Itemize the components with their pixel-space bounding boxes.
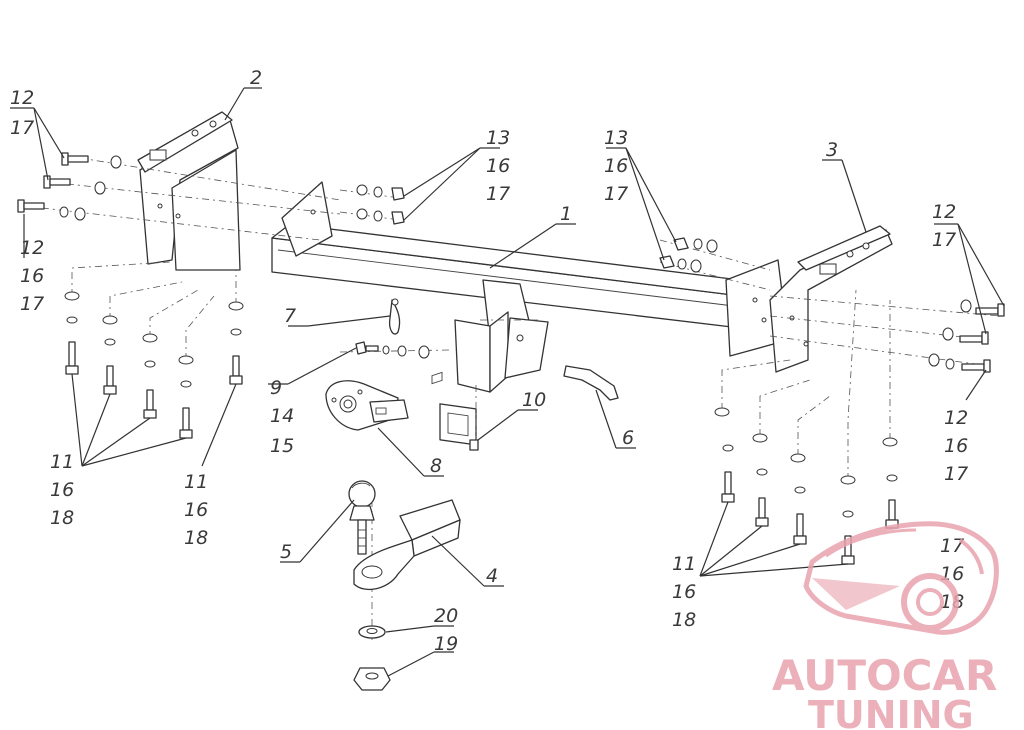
callout-10: 10 [522, 389, 546, 411]
callout-rr-16b: 16 [944, 435, 968, 457]
callout-l-11a: 11 [50, 451, 74, 473]
callout-rt-13: 13 [604, 127, 628, 149]
callout-8: 8 [430, 455, 442, 477]
center-left-fasteners [356, 184, 405, 225]
callout-l-16b: 16 [184, 499, 208, 521]
callout-ctr-17: 17 [486, 183, 510, 205]
callout-14: 14 [270, 405, 294, 427]
logo-line-2: TUNING [808, 693, 974, 730]
callout-2: 2 [250, 67, 262, 89]
callout-lt-12b: 12 [20, 237, 44, 259]
callout-rr-17b: 17 [944, 463, 968, 485]
callout-3: 3 [826, 139, 838, 161]
callout-7: 7 [284, 305, 296, 327]
callout-rr-12a: 12 [932, 201, 956, 223]
logo-line-1: AUTOCAR [772, 651, 997, 700]
callout-rt-16: 16 [604, 155, 628, 177]
callout-r-18: 18 [672, 609, 696, 631]
crossbar-part-1 [271, 181, 789, 446]
callout-rr-12b: 12 [944, 407, 968, 429]
callout-lt-17b: 17 [20, 293, 44, 315]
callout-20: 20 [434, 605, 458, 627]
callout-l-18b: 18 [184, 527, 208, 549]
callout-numbers: 2 1 3 12 17 12 16 17 13 16 17 13 16 17 1… [10, 67, 968, 655]
left-fasteners [17, 152, 244, 439]
callout-6: 6 [622, 427, 634, 449]
callout-15: 15 [270, 435, 294, 457]
bolt-part-9 [355, 341, 430, 359]
towball-part-5 [348, 480, 376, 555]
left-bracket-part-2 [137, 111, 241, 271]
callout-r-11: 11 [672, 553, 696, 575]
callout-lt-16b: 16 [20, 265, 44, 287]
callout-l-16a: 16 [50, 479, 74, 501]
bolt-left-3 [17, 199, 45, 213]
hitch-pin-part-7 [388, 298, 401, 335]
callout-4: 4 [486, 565, 498, 587]
socket-bracket-part-8 [325, 380, 409, 431]
callout-9: 9 [270, 377, 282, 399]
right-bracket-part-3 [769, 225, 893, 373]
callout-r2-17: 17 [940, 535, 964, 557]
callout-ctr-16: 16 [486, 155, 510, 177]
callout-1: 1 [560, 203, 572, 225]
callout-lt-12a: 12 [10, 87, 34, 109]
callout-lt-17a: 17 [10, 117, 34, 139]
callout-l-18a: 18 [50, 507, 74, 529]
pin-part-10 [469, 439, 479, 451]
callout-r-16: 16 [672, 581, 696, 603]
ball-mount-part-4 [353, 371, 461, 591]
bolt-left-1 [61, 152, 89, 166]
callout-rr-17a: 17 [932, 229, 956, 251]
callout-rt-17: 17 [604, 183, 628, 205]
callout-5: 5 [280, 541, 292, 563]
nut-part-19 [353, 667, 391, 691]
car-silhouette-icon [803, 521, 999, 635]
leader-lines [10, 87, 1005, 677]
pin-part-6 [563, 365, 619, 401]
callout-19: 19 [434, 633, 458, 655]
center-right-fasteners [659, 237, 718, 273]
autocar-tuning-logo: AUTOCAR TUNING [772, 521, 999, 730]
lock-washer-part-20 [358, 625, 386, 639]
right-fasteners [714, 299, 1005, 565]
callout-l-11b: 11 [184, 471, 208, 493]
callout-ctr-13: 13 [486, 127, 510, 149]
